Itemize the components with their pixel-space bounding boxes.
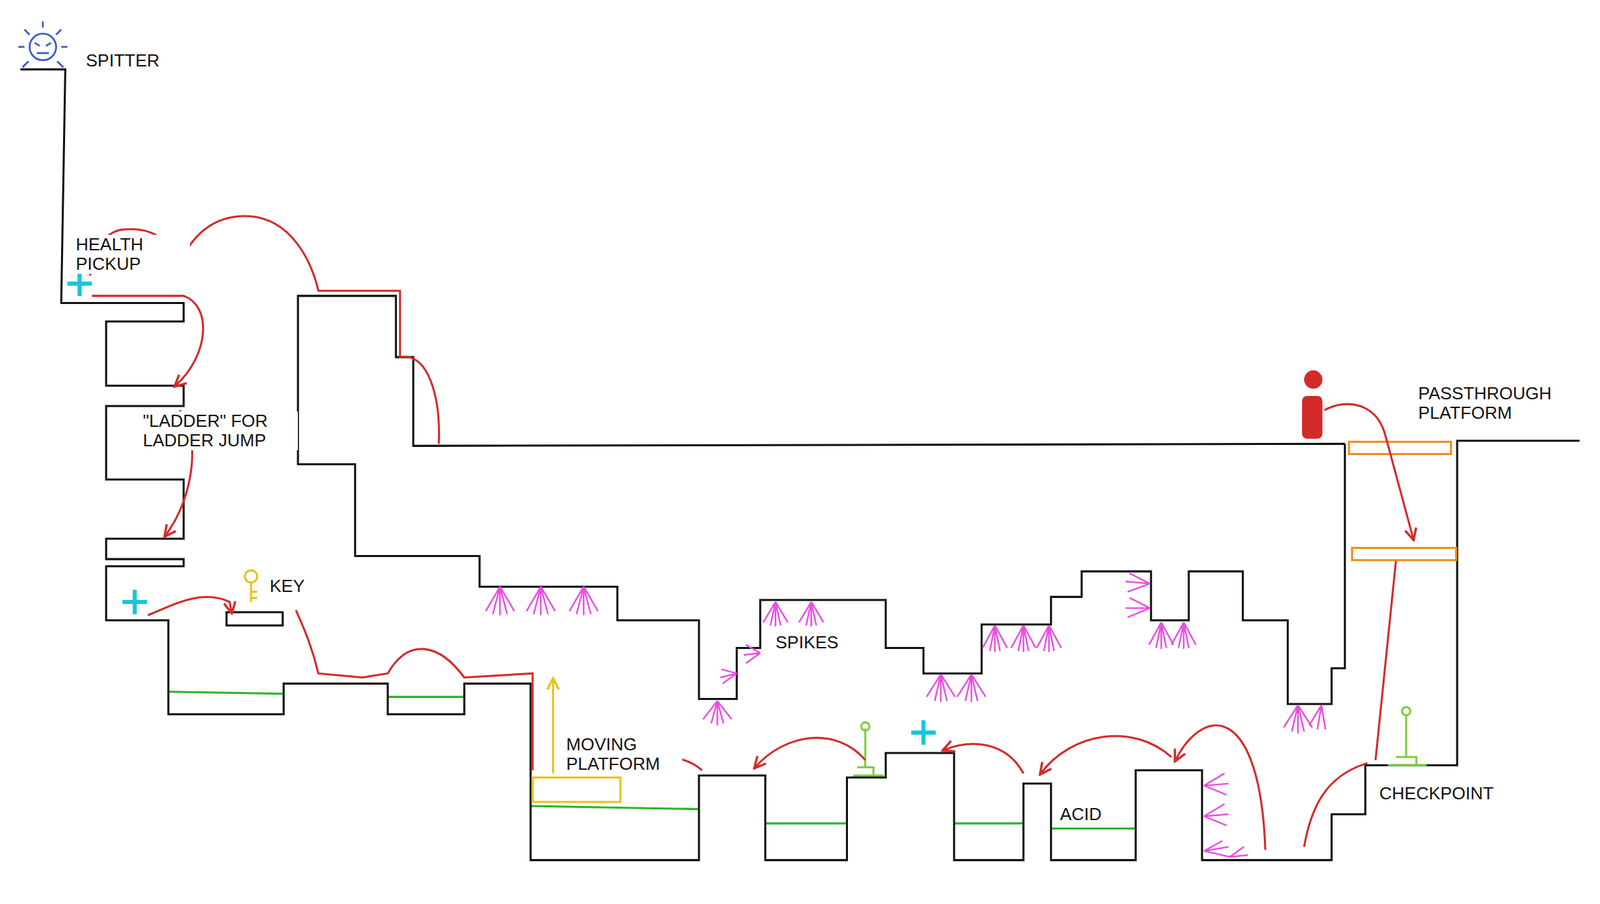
key-label: KEY [267,576,307,596]
checkpoint-label: CHECKPOINT [1377,783,1496,804]
ladder-note: "LADDER" FOR LADDER JUMP [140,411,298,451]
jump-paths [89,216,1414,850]
pickup-label: HEALTH PICKUP [73,234,190,274]
player-figure [1302,370,1323,439]
platform-motion-arrow [552,679,555,774]
checkpoint-levers [853,707,1427,776]
health-pickups [67,271,936,744]
acid-lines [168,691,1136,829]
enemy-label: SPITTER [83,50,162,71]
platform-label: PASSTHROUGH PLATFORM [1416,383,1574,423]
level-walls [20,69,1580,860]
hazard-label: SPIKES [773,632,841,653]
spitter-enemy [18,21,68,68]
key-platform [226,611,284,626]
hazard-label: ACID [1057,804,1104,824]
moving-platform [532,776,621,802]
spikes [485,572,1326,857]
key-icon [244,570,257,602]
platform-label: MOVING PLATFORM [564,734,683,774]
